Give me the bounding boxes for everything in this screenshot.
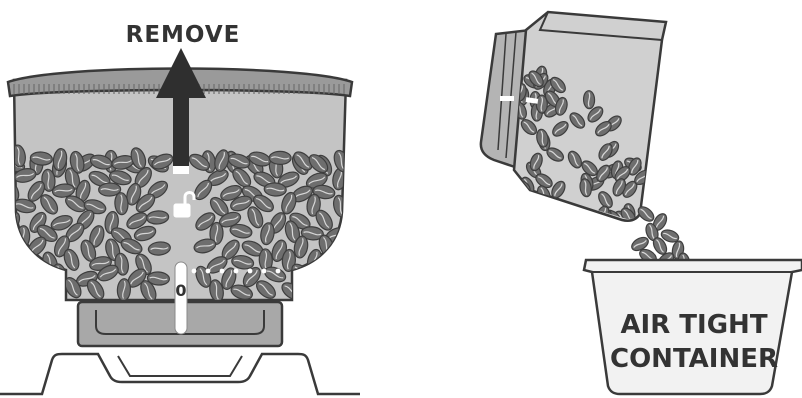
- coffee-bean: [35, 277, 60, 298]
- pouring-scene: AIR TIGHT CONTAINER: [481, 12, 802, 394]
- coffee-bean: [18, 275, 39, 300]
- coffee-bean: [307, 276, 323, 300]
- container-label-line2: CONTAINER: [610, 344, 778, 374]
- coffee-bean: [0, 236, 23, 261]
- grinder-base-plinth: [118, 356, 242, 376]
- coffee-bean: [3, 264, 19, 288]
- coffee-bean: [117, 278, 131, 301]
- coffee-bean: [549, 201, 568, 222]
- coffee-bean: [319, 265, 334, 288]
- remove-label: REMOVE: [126, 22, 241, 48]
- coffee-bean: [536, 95, 547, 113]
- coffee-bean: [23, 267, 48, 286]
- hopper-assembly: 0: [0, 48, 360, 394]
- lock-position-indicator: 0: [175, 281, 186, 300]
- container-label-line1: AIR TIGHT: [620, 310, 767, 340]
- coffee-bean: [330, 275, 349, 300]
- coffee-bean: [269, 151, 291, 164]
- coffee-bean: [327, 253, 352, 272]
- coffee-bean: [583, 90, 595, 108]
- grinder-base-outline: [0, 354, 360, 394]
- coffee-bean: [21, 252, 36, 275]
